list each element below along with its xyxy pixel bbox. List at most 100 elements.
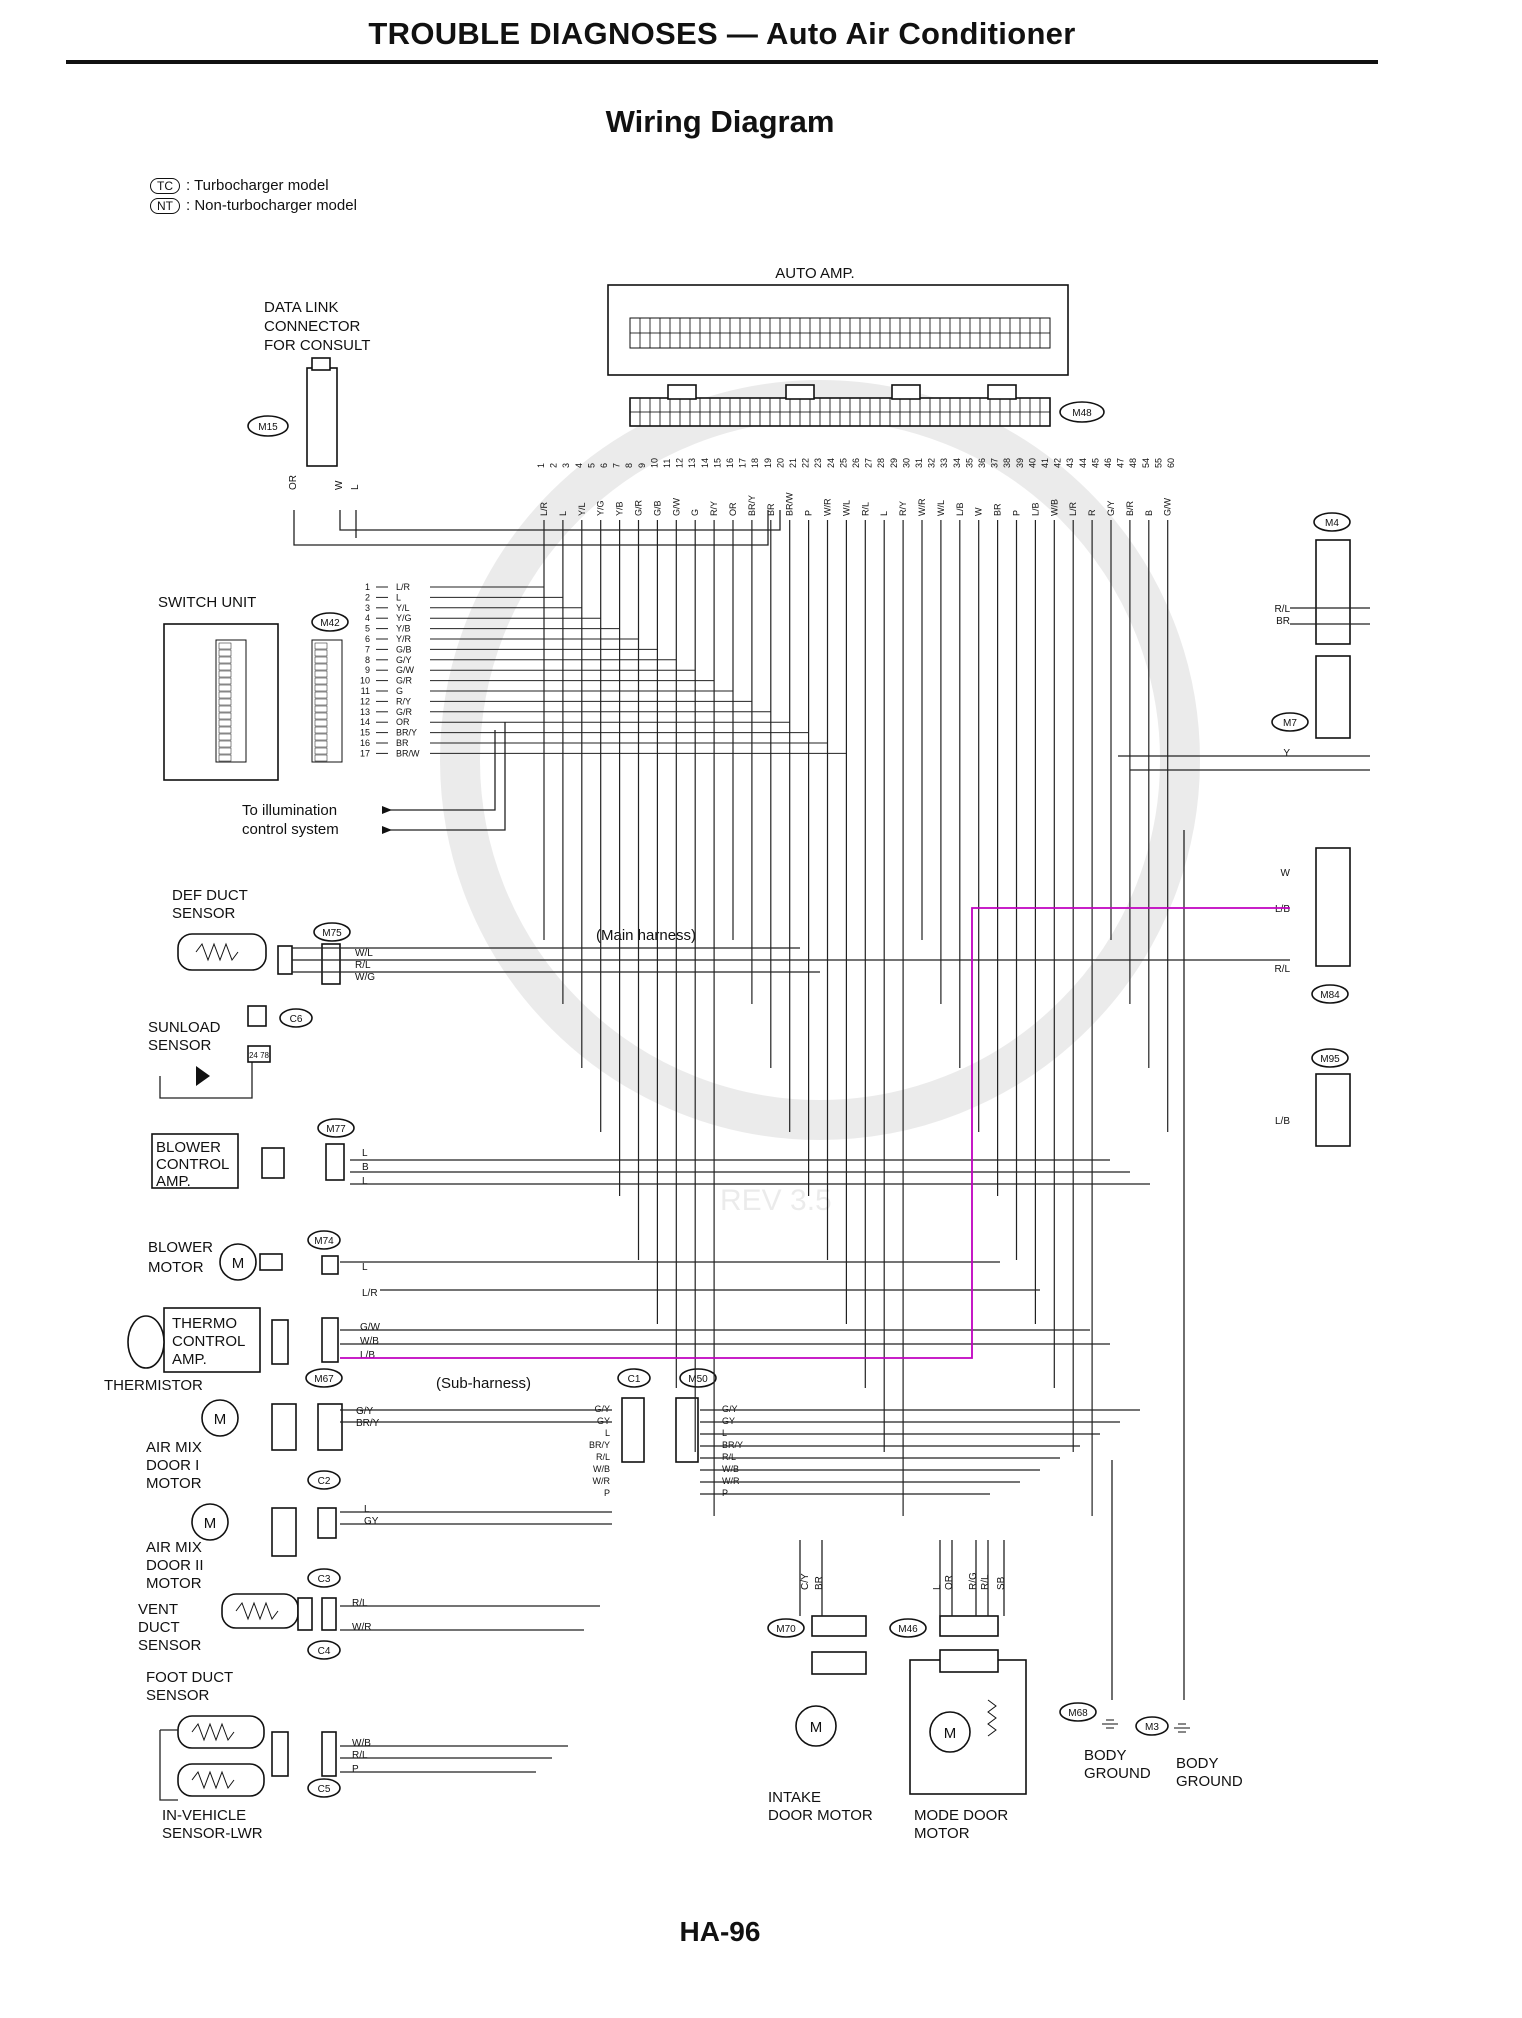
- connector-latch: [667, 384, 697, 400]
- wire-label: Y: [1283, 748, 1290, 759]
- switch-pin-number: 15: [360, 728, 370, 738]
- terminal-number: 33: [939, 458, 949, 468]
- switch-wire-label: OR: [396, 717, 410, 727]
- wire-label: W/B: [352, 1738, 371, 1749]
- motor-symbol: M: [944, 1725, 957, 1742]
- component-label: INTAKE: [768, 1789, 821, 1806]
- component-label: SUNLOAD: [148, 1019, 221, 1036]
- c1-wire-label: G/Y: [594, 1404, 610, 1414]
- switch-wire-label: L: [396, 592, 401, 602]
- wire-color-label: W/R: [823, 498, 833, 516]
- m50-wire-label: W/B: [722, 1464, 739, 1474]
- switch-pin-cell: [314, 684, 328, 692]
- switch-pin-cell: [314, 642, 328, 650]
- wire-color-label: Y/G: [596, 500, 606, 516]
- terminal-number: 1: [536, 463, 546, 468]
- wire-color-label: P: [804, 510, 814, 516]
- connector-id: M42: [320, 618, 340, 629]
- motor-symbol: M: [204, 1515, 217, 1532]
- wire-color-label: BR: [766, 503, 776, 516]
- terminal-number: 40: [1027, 458, 1037, 468]
- wire-color-label: W/L: [841, 500, 851, 516]
- connector-tag-m48: [1059, 401, 1105, 423]
- watermark-text: REV 3.5: [720, 1184, 832, 1217]
- wire-label: G/W: [360, 1322, 381, 1333]
- switch-pin-cell: [314, 740, 328, 748]
- switch-pin-number: 8: [365, 655, 370, 665]
- terminal-number: 43: [1065, 458, 1075, 468]
- switch-pin-cell: [218, 740, 232, 748]
- wire-label: C/Y: [800, 1573, 811, 1590]
- connector-id: M50: [688, 1374, 708, 1385]
- switch-pin-number: 4: [365, 613, 370, 623]
- wire-color-label: B: [1144, 510, 1154, 516]
- m50-wire-label: P: [722, 1488, 728, 1498]
- wire-color-label: L/B: [955, 502, 965, 516]
- component-label: SENSOR: [138, 1637, 202, 1654]
- switch-pin-cell: [218, 691, 232, 699]
- right-connectors: M4 R/L BR M7 Y W L/B R/L M84 M95 L/B: [1271, 512, 1351, 1147]
- switch-pin-cell: [218, 677, 232, 685]
- terminal-number: 39: [1015, 458, 1025, 468]
- connector-id: M75: [322, 928, 342, 939]
- component-label: IN-VEHICLE: [162, 1807, 246, 1824]
- watermark: REV 3.5: [440, 380, 1200, 1217]
- wire-label: G/Y: [356, 1406, 374, 1417]
- terminal-number: 5: [586, 463, 596, 468]
- wire-label: R/L: [352, 1750, 368, 1761]
- switch-wire-label: G/R: [396, 676, 413, 686]
- illumination-text-2: control system: [242, 821, 339, 838]
- component-label: SENSOR: [172, 905, 236, 922]
- switch-wire-label: R/Y: [396, 696, 411, 706]
- wire-label: L/B: [1275, 904, 1290, 915]
- wire-label: L: [364, 1504, 370, 1515]
- component-label: BLOWER: [156, 1139, 221, 1156]
- page-title: TROUBLE DIAGNOSES — Auto Air Conditioner: [368, 16, 1076, 51]
- terminal-number: 4: [574, 463, 584, 468]
- terminal-number: 17: [738, 458, 748, 468]
- wire-label: R/L: [352, 1598, 368, 1609]
- lb-highlight-wire: [340, 907, 1290, 1359]
- connector-id: M3: [1145, 1722, 1159, 1733]
- terminal-number: 6: [599, 463, 609, 468]
- terminal-number: 46: [1103, 458, 1113, 468]
- terminal-number: 44: [1078, 458, 1088, 468]
- component-label: AIR MIX: [146, 1439, 202, 1456]
- wire-label: L: [932, 1584, 943, 1590]
- switch-pin-number: 6: [365, 634, 370, 644]
- m50-wire-label: BR/Y: [722, 1440, 743, 1450]
- legend-code: TC: [150, 178, 180, 194]
- switch-pin-cell: [218, 656, 232, 664]
- m50-wire-label: GY: [722, 1416, 735, 1426]
- switch-pin-cell: [218, 698, 232, 706]
- terminal-number: 8: [624, 463, 634, 468]
- wire-color-label: W/B: [1049, 499, 1059, 516]
- terminal-number: 24: [826, 458, 836, 468]
- wire-color-label: W/L: [936, 500, 946, 516]
- connector-id: C1: [628, 1374, 641, 1385]
- m50-wire-label: G/Y: [722, 1404, 738, 1414]
- component-label: MOTOR: [146, 1575, 202, 1592]
- c1-wire-label: L: [605, 1428, 610, 1438]
- wire-color-label: Y/L: [577, 502, 587, 516]
- connector-id: M74: [314, 1236, 334, 1247]
- terminal-number: 23: [813, 458, 823, 468]
- connector-id: M95: [1320, 1054, 1340, 1065]
- wire-color-label: L/R: [539, 501, 549, 516]
- switch-pin-cell: [314, 649, 328, 657]
- auto-amp-pin-grid: [629, 317, 1051, 349]
- page-number: HA-96: [679, 1916, 761, 1947]
- connector-latch: [891, 384, 921, 400]
- legend-code: NT: [150, 198, 180, 214]
- wire-color-label: G/B: [652, 500, 662, 516]
- component-label: MOTOR: [146, 1475, 202, 1492]
- wire-label: L: [362, 1148, 368, 1159]
- switch-pin-cell: [314, 677, 328, 685]
- switch-pin-cell: [218, 642, 232, 650]
- connector-id: C6: [290, 1014, 303, 1025]
- auto-amp-connector-grid: [629, 397, 1051, 427]
- wire-label: BR: [814, 1576, 825, 1590]
- terminal-number: 18: [750, 458, 760, 468]
